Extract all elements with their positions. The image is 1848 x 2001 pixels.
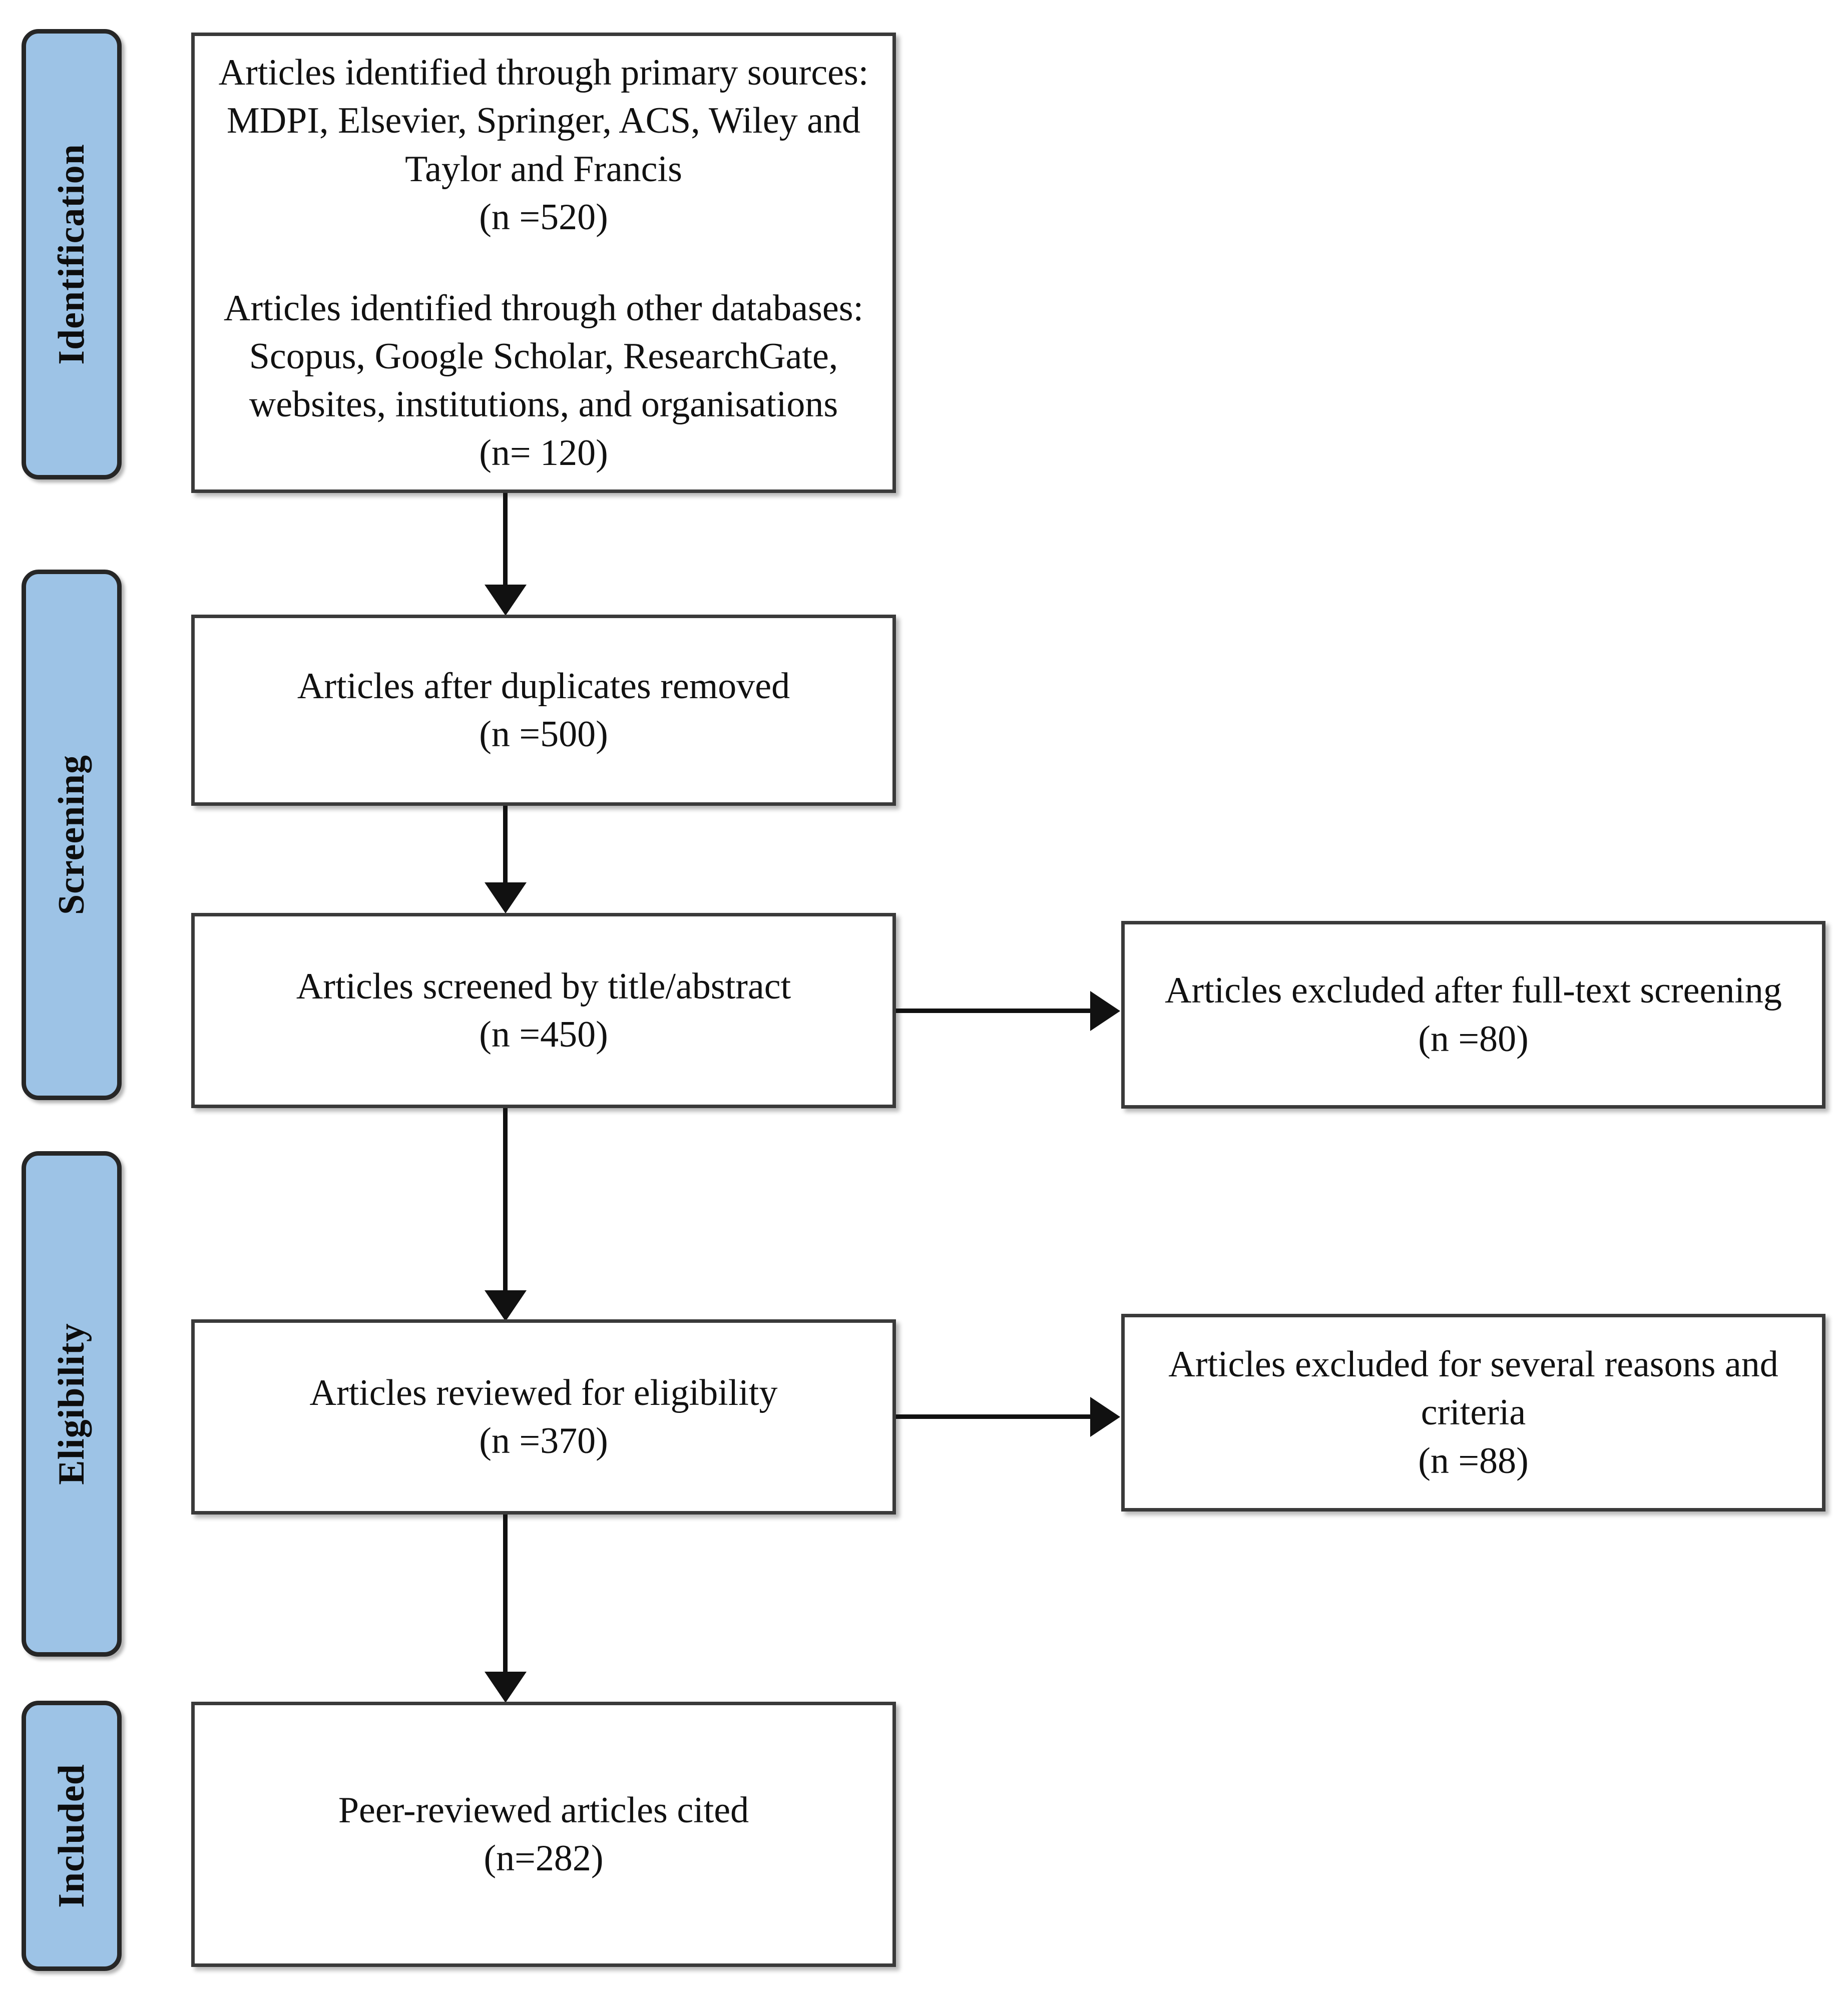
duplicates-removed-text: Articles after duplicates removed (n =50… xyxy=(297,665,790,755)
stage-label-identification: Identification xyxy=(51,144,92,365)
box-identification: Articles identified through primary sour… xyxy=(191,33,896,493)
arrowhead-eligibility-to-excluded-reasons xyxy=(1090,1397,1120,1437)
arrowhead-screened-to-excluded-fulltext xyxy=(1090,991,1120,1031)
peer-reviewed-cited-text: Peer-reviewed articles cited (n=282) xyxy=(338,1789,749,1879)
identification-other-databases-text: Articles identified through other databa… xyxy=(223,288,864,473)
arrowhead-screened-to-eligibility xyxy=(485,1290,527,1321)
connector-eligibility-to-included xyxy=(503,1515,508,1675)
arrowhead-identification-to-duplicates xyxy=(485,585,527,616)
box-reviewed-eligibility: Articles reviewed for eligibility (n =37… xyxy=(191,1319,896,1515)
stage-label-included: Included xyxy=(51,1764,93,1908)
excluded-reasons-text: Articles excluded for several reasons an… xyxy=(1168,1344,1778,1481)
stage-label-eligibility: Eligibility xyxy=(51,1323,93,1485)
arrowhead-duplicates-to-screened xyxy=(485,882,527,913)
stage-pill-screening: Screening xyxy=(22,570,122,1100)
identification-primary-sources-text: Articles identified through primary sour… xyxy=(218,52,869,238)
box-excluded-reasons: Articles excluded for several reasons an… xyxy=(1121,1314,1825,1512)
connector-identification-to-duplicates xyxy=(503,493,508,588)
box-peer-reviewed-cited: Peer-reviewed articles cited (n=282) xyxy=(191,1702,896,1967)
screened-title-abstract-text: Articles screened by title/abstract (n =… xyxy=(296,965,791,1055)
connector-eligibility-to-excluded-reasons xyxy=(896,1414,1091,1419)
excluded-full-text-text: Articles excluded after full-text screen… xyxy=(1165,970,1782,1060)
box-duplicates-removed: Articles after duplicates removed (n =50… xyxy=(191,615,896,806)
stage-label-screening: Screening xyxy=(51,754,93,915)
box-screened-title-abstract: Articles screened by title/abstract (n =… xyxy=(191,913,896,1108)
reviewed-eligibility-text: Articles reviewed for eligibility (n =37… xyxy=(309,1372,778,1461)
box-excluded-full-text: Articles excluded after full-text screen… xyxy=(1121,921,1825,1109)
stage-pill-eligibility: Eligibility xyxy=(22,1151,122,1657)
stage-pill-included: Included xyxy=(22,1701,122,1971)
connector-duplicates-to-screened xyxy=(503,806,508,886)
stage-pill-identification: Identification xyxy=(22,29,122,479)
connector-screened-to-eligibility xyxy=(503,1108,508,1293)
arrowhead-eligibility-to-included xyxy=(485,1672,527,1703)
connector-screened-to-excluded-fulltext xyxy=(896,1009,1091,1013)
